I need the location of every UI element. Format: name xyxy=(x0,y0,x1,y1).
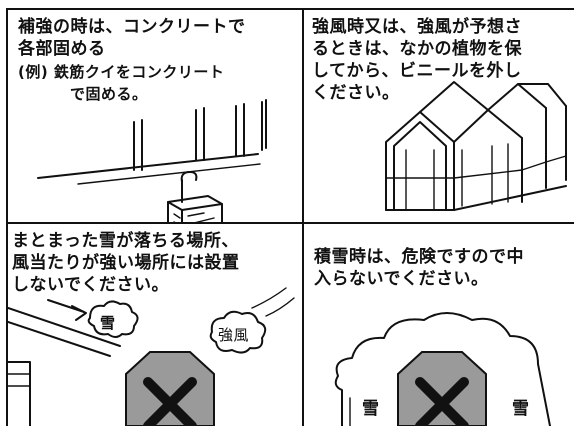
panel2-line-4: ください。 xyxy=(312,83,400,103)
panel3-line-1: まとまった雪が落ちる場所、 xyxy=(12,231,239,251)
panel2-line-2: るときは、なかの植物を保 xyxy=(312,39,522,59)
panel-strong-wind: 強風時又は、強風が予想さ るときは、なかの植物を保 してから、ビニールを外し く… xyxy=(302,8,574,224)
panel1-line-1: 補強の時は、コンクリートで xyxy=(18,17,246,37)
panel3-line-2: 風当たりが強い場所には設置 xyxy=(12,253,240,273)
greenhouse-frame-illustration xyxy=(385,81,567,211)
panel1-example-2: で固める。 xyxy=(70,85,148,103)
panel3-line-3: しないでください。 xyxy=(12,275,169,295)
panel1-example-1: (例) 鉄筋クイをコンクリート xyxy=(18,63,225,81)
panel2-line-3: してから、ビニールを外し xyxy=(312,61,522,81)
panel4-line-1: 積雪時は、危険ですので中 xyxy=(314,247,524,267)
wind-label: 強風 xyxy=(218,326,250,344)
panel1-line-2: 各部固める xyxy=(18,39,106,59)
snow-label-right: 雪 xyxy=(512,399,530,419)
snow-covered-greenhouse-illustration xyxy=(334,312,551,426)
post-in-concrete-illustration xyxy=(37,99,267,222)
panel-snow-danger: 積雪時は、危険ですので中 入らないでください。 雪 雪 xyxy=(302,222,574,426)
panel4-line-2: 入らないでください。 xyxy=(314,269,489,289)
panel-reinforcement: 補強の時は、コンクリートで 各部固める (例) 鉄筋クイをコンクリート で固める… xyxy=(6,8,304,224)
snow-label-left: 雪 xyxy=(362,399,380,419)
snow-label: 雪 xyxy=(100,314,116,332)
panel-placement-warning: まとまった雪が落ちる場所、 風当たりが強い場所には設置 しないでください。 雪 … xyxy=(6,222,304,426)
panel2-line-1: 強風時又は、強風が予想さ xyxy=(312,17,522,37)
snow-wind-illustration xyxy=(8,287,295,426)
